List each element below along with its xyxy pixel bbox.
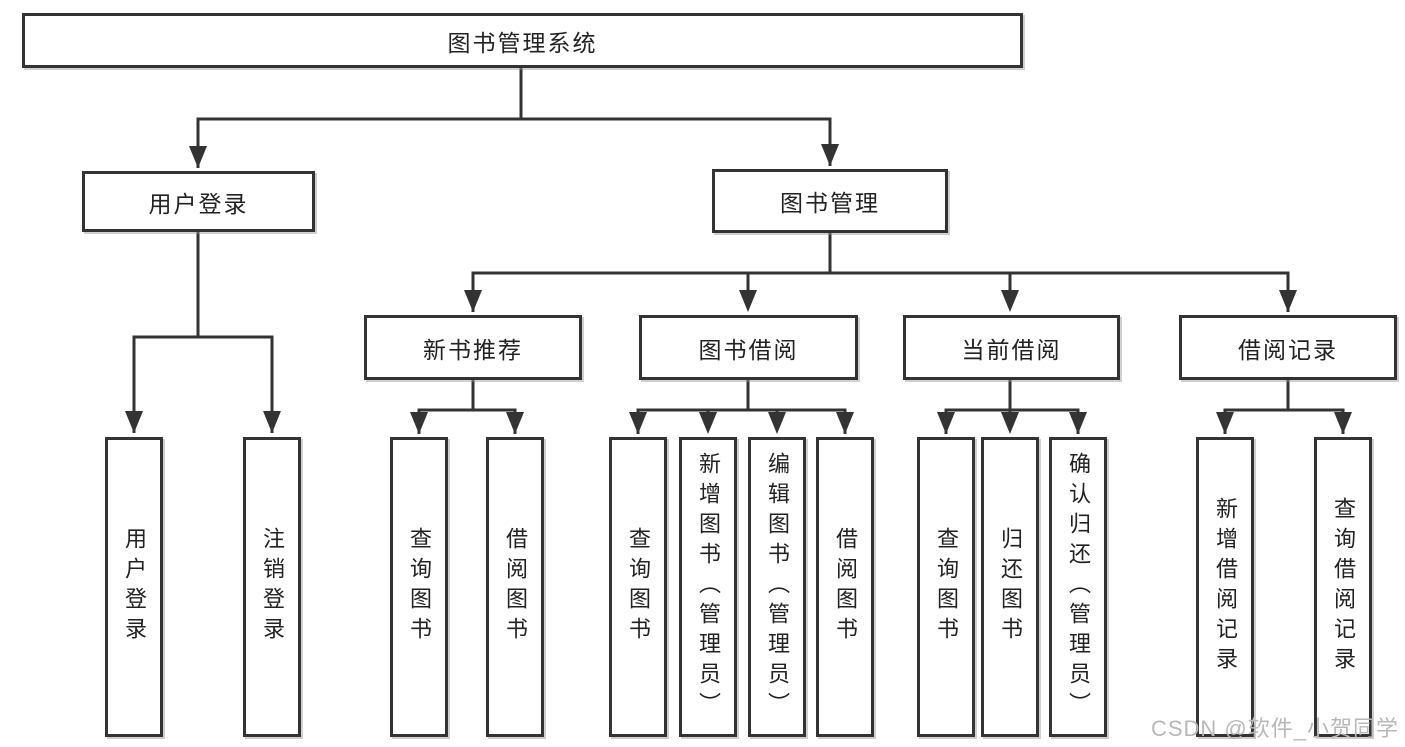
connector-user-login-children bbox=[125, 232, 281, 433]
leaf-query-books-borrow: 查询图书 bbox=[609, 437, 667, 737]
connector-root-to-level2 bbox=[189, 68, 839, 168]
leaf-logout: 注销登录 bbox=[243, 437, 301, 737]
node-label: 用户登录 bbox=[148, 190, 249, 217]
connector-book-management-children bbox=[464, 233, 1297, 312]
node-label: 新书推荐 bbox=[423, 336, 523, 363]
leaf-label: 查询图书 bbox=[626, 527, 651, 647]
leaf-user-login: 用户登录 bbox=[105, 437, 163, 737]
node-book-management: 图书管理 bbox=[712, 169, 948, 233]
leaf-confirm-return-admin: 确认归还（管理员） bbox=[1049, 437, 1107, 737]
node-label: 图书管理系统 bbox=[447, 29, 598, 56]
leaf-borrow-books: 借阅图书 bbox=[816, 437, 874, 737]
leaf-edit-books-admin: 编辑图书（管理员） bbox=[748, 437, 806, 737]
node-library-management-system: 图书管理系统 bbox=[22, 13, 1023, 68]
leaf-label: 查询图书 bbox=[934, 527, 959, 647]
leaf-label: 确认归还（管理员） bbox=[1066, 452, 1091, 722]
leaf-query-borrow-record: 查询借阅记录 bbox=[1314, 437, 1372, 737]
leaf-add-books-admin: 新增图书（管理员） bbox=[679, 437, 737, 737]
node-label: 借阅记录 bbox=[1238, 336, 1338, 363]
leaf-label: 借阅图书 bbox=[833, 527, 858, 647]
node-new-book-recommendation: 新书推荐 bbox=[364, 315, 582, 380]
leaf-borrow-books-recommend: 借阅图书 bbox=[486, 437, 544, 737]
leaf-label: 新增图书（管理员） bbox=[696, 452, 721, 722]
leaf-label: 注销登录 bbox=[260, 527, 285, 647]
node-label: 当前借阅 bbox=[961, 336, 1062, 363]
node-user-login: 用户登录 bbox=[82, 171, 315, 232]
leaf-query-books-current: 查询图书 bbox=[917, 437, 975, 737]
leaf-return-books: 归还图书 bbox=[981, 437, 1039, 737]
leaf-label: 编辑图书（管理员） bbox=[765, 452, 790, 722]
leaf-label: 查询借阅记录 bbox=[1331, 497, 1356, 677]
node-label: 图书管理 bbox=[780, 190, 880, 216]
leaf-label: 查询图书 bbox=[407, 527, 432, 647]
csdn-watermark: CSDN @软件_小贺同学 bbox=[1150, 716, 1399, 741]
node-current-borrowing: 当前借阅 bbox=[903, 315, 1120, 380]
leaf-label: 新增借阅记录 bbox=[1213, 497, 1238, 677]
connector-current-borrowing-children bbox=[937, 380, 1087, 434]
connector-book-borrowing-children bbox=[629, 380, 854, 434]
leaf-label: 用户登录 bbox=[122, 527, 147, 647]
node-label: 图书借阅 bbox=[698, 336, 799, 363]
connector-new-book-children bbox=[410, 380, 524, 434]
node-book-borrowing: 图书借阅 bbox=[639, 315, 858, 380]
leaf-query-books-recommend: 查询图书 bbox=[390, 437, 448, 737]
connector-borrowing-records-children bbox=[1216, 380, 1352, 434]
leaf-label: 借阅图书 bbox=[503, 527, 528, 647]
node-borrowing-records: 借阅记录 bbox=[1179, 315, 1397, 380]
leaf-label: 归还图书 bbox=[998, 527, 1023, 647]
leaf-add-borrow-record: 新增借阅记录 bbox=[1196, 437, 1254, 737]
